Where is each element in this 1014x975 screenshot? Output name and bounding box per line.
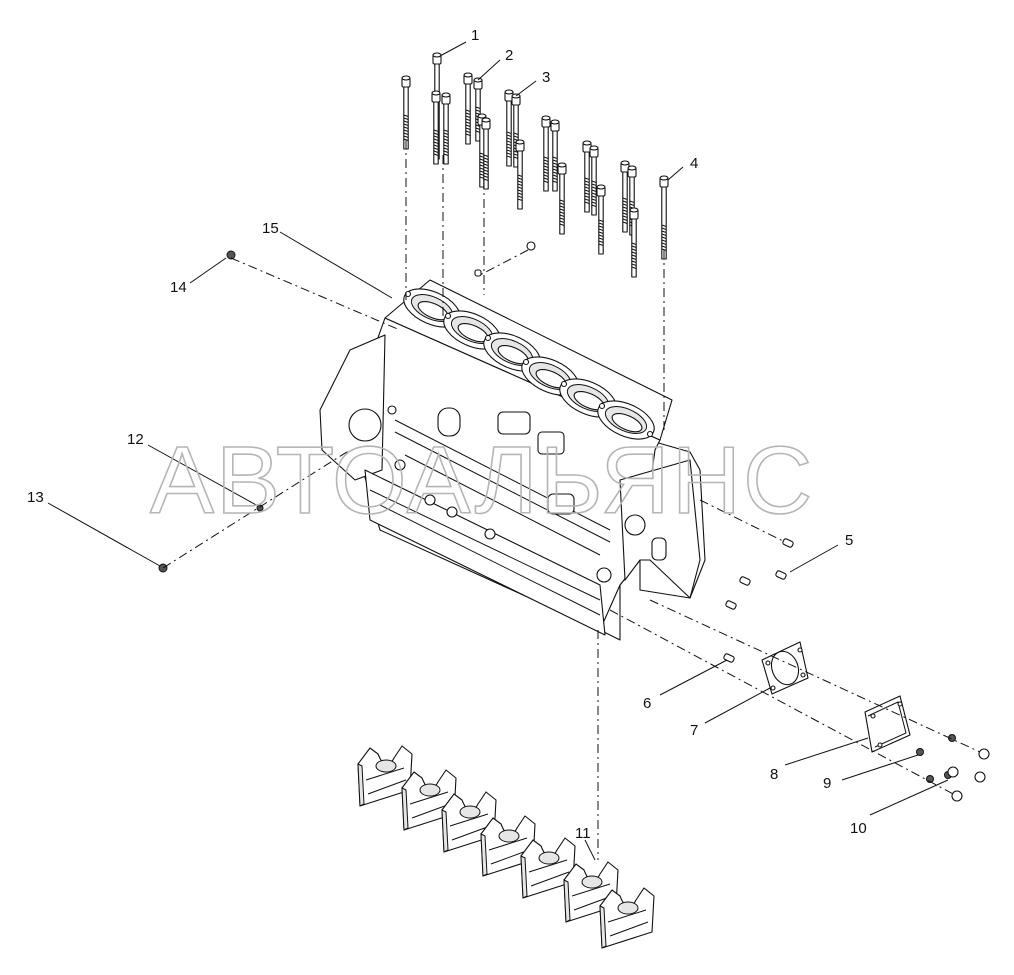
head-bolt (582, 140, 592, 213)
cylinder-bore (403, 288, 461, 328)
callout-9: 9 (823, 775, 831, 792)
head-bolt (620, 160, 630, 233)
callout-5: 5 (845, 532, 853, 549)
head-bolt (401, 75, 411, 150)
head-bolt (431, 90, 441, 165)
main-bearing-caps (357, 745, 655, 949)
bearing-cap (599, 887, 655, 949)
callout-6: 6 (643, 695, 651, 712)
washers-and-nuts (916, 734, 990, 802)
bearing-cap (520, 837, 576, 899)
head-bolt (596, 184, 606, 255)
head-bolt (557, 162, 567, 235)
head-bolt (589, 145, 599, 216)
assembly-lines (162, 140, 981, 860)
leader-lines (47, 41, 949, 861)
head-bolt (659, 175, 669, 260)
head-bolt (541, 115, 551, 192)
head-bolt (515, 139, 525, 210)
callout-1: 1 (471, 27, 479, 44)
cover-gasket (761, 641, 809, 695)
callout-11: 11 (575, 825, 591, 842)
head-bolt (629, 207, 639, 278)
callout-7: 7 (690, 722, 698, 739)
head-bolt (441, 92, 451, 165)
callout-12: 12 (127, 431, 144, 448)
head-bolt (463, 72, 473, 145)
cylinder-head-bolts (401, 52, 669, 278)
callout-labels: 1 2 3 4 5 6 7 8 9 10 11 12 13 14 15 (27, 27, 867, 842)
dowel-pins (474, 269, 794, 663)
callout-3: 3 (542, 69, 550, 86)
callout-2: 2 (505, 47, 513, 64)
cylinder-bore (597, 400, 655, 440)
callout-4: 4 (690, 155, 698, 172)
head-bolt (504, 89, 514, 167)
callout-10: 10 (850, 820, 867, 837)
watermark-text: АВТОАЛЬЯНС (150, 427, 814, 534)
head-bolt (550, 119, 560, 192)
callout-13: 13 (27, 489, 44, 506)
head-bolt (481, 117, 491, 190)
callout-8: 8 (770, 766, 778, 783)
cylinder-bores (403, 288, 655, 440)
bearing-cap (357, 745, 413, 807)
engine-block (319, 279, 706, 641)
plugs (158, 241, 536, 573)
callout-14: 14 (170, 279, 187, 296)
callout-15: 15 (262, 220, 279, 237)
cover-plate (864, 695, 911, 753)
